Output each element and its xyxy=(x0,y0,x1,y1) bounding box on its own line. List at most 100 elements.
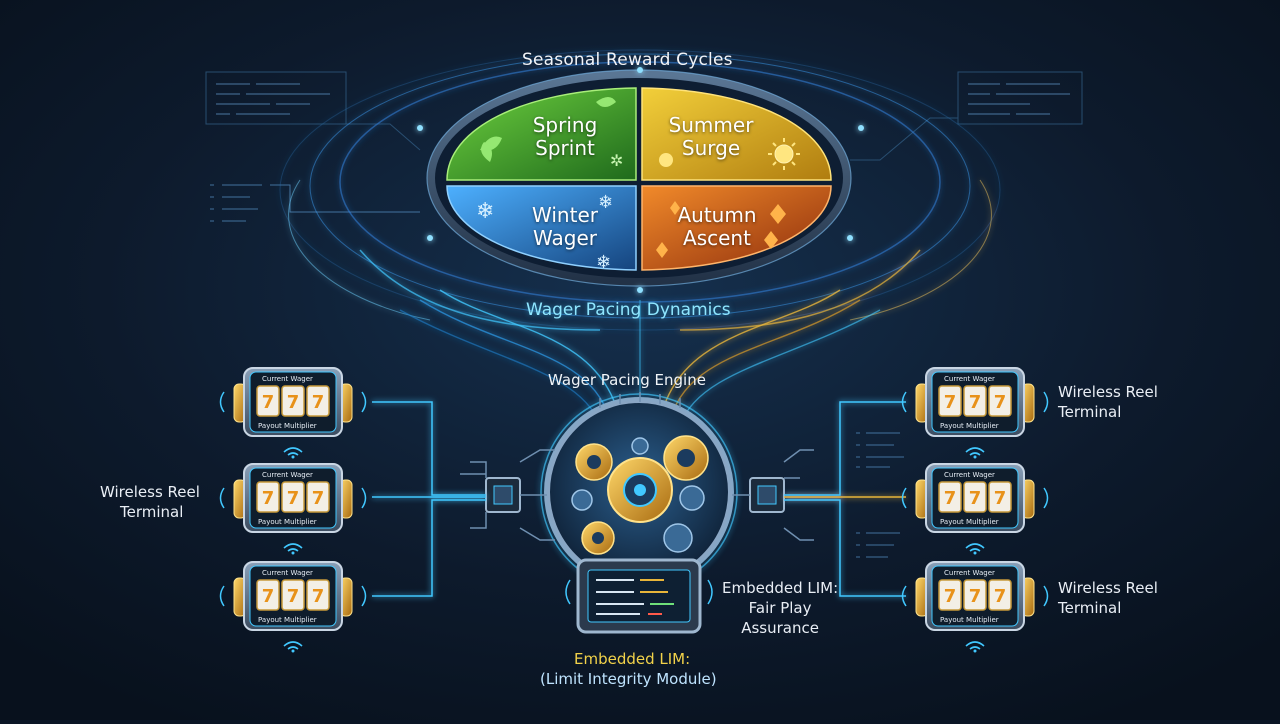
reel-symbol: 7 xyxy=(994,488,1007,509)
quadrant-label-autumn: Autumn Ascent xyxy=(670,204,764,250)
reel-symbol: 7 xyxy=(944,488,957,509)
reward-cycle-oval: ✲ ❄ ❄ ❄ xyxy=(417,67,864,293)
signal-icon xyxy=(901,487,907,509)
reel-symbol: 7 xyxy=(944,392,957,413)
wifi-icon xyxy=(283,641,303,647)
spring-line1: Spring xyxy=(532,113,598,137)
data-panel-mid-right xyxy=(856,432,904,558)
wifi-icon xyxy=(291,551,295,555)
reel-symbol: 7 xyxy=(262,392,275,413)
quadrant-autumn xyxy=(641,185,832,271)
lim-side-label: Embedded LIM: Fair Play Assurance xyxy=(722,578,838,638)
reel-window xyxy=(256,481,280,513)
reel-symbol: 7 xyxy=(262,488,275,509)
reel-symbol: 7 xyxy=(969,392,982,413)
quadrant-label-winter: Winter Wager xyxy=(520,204,610,250)
payout-multiplier-text: Payout Multiplier xyxy=(258,518,317,526)
current-wager-text: Current Wager xyxy=(944,569,995,577)
flow-streams xyxy=(399,289,881,426)
current-wager-text: Current Wager xyxy=(944,375,995,383)
data-panel-top-left xyxy=(205,71,421,151)
lim-side-label-line2: Fair Play xyxy=(748,599,812,617)
reel-window xyxy=(256,385,280,417)
connector-lines xyxy=(372,401,906,597)
engine-label: Wager Pacing Engine xyxy=(548,371,706,389)
winter-line1: Winter xyxy=(532,203,598,227)
quadrant-winter xyxy=(446,185,637,271)
wifi-icon xyxy=(973,455,977,459)
lim-title: Embedded LIM: xyxy=(574,650,691,668)
reel-symbol: 7 xyxy=(312,488,325,509)
payout-multiplier-text: Payout Multiplier xyxy=(258,422,317,430)
reel-window xyxy=(938,481,962,513)
autumn-leaf-icon xyxy=(656,201,786,258)
flow-label: Wager Pacing Dynamics xyxy=(526,300,731,320)
reel-window xyxy=(963,579,987,611)
payout-multiplier-text: Payout Multiplier xyxy=(940,518,999,526)
snowflake-icon: ❄ xyxy=(596,252,611,273)
reel-window xyxy=(281,579,305,611)
snowflake-icon: ❄ xyxy=(598,192,613,213)
wifi-icon xyxy=(969,452,981,456)
signal-icon xyxy=(1043,487,1049,509)
reel-window xyxy=(306,481,330,513)
wifi-icon xyxy=(973,551,977,555)
signal-icon xyxy=(361,391,367,413)
snowflake-icon: ✲ xyxy=(610,151,623,170)
reel-symbol: 7 xyxy=(287,488,300,509)
circuit-traces xyxy=(460,392,814,541)
wifi-icon xyxy=(965,641,985,647)
leaf-icon xyxy=(480,97,616,162)
current-wager-text: Current Wager xyxy=(262,471,313,479)
reel-window xyxy=(988,481,1012,513)
terminal-label-right-top-line1: Wireless Reel xyxy=(1058,383,1158,401)
signal-icon xyxy=(901,391,907,413)
wifi-icon xyxy=(965,543,985,549)
data-panel-top-right xyxy=(850,71,1083,161)
gear-icon xyxy=(607,457,673,523)
chip-icon xyxy=(485,477,521,513)
terminal-label-right-bottom-line1: Wireless Reel xyxy=(1058,579,1158,597)
terminal-label-left-line2: Terminal xyxy=(120,503,184,521)
terminal-label-right-bottom-line2: Terminal xyxy=(1058,599,1122,617)
lim-subtitle: (Limit Integrity Module) xyxy=(540,670,717,688)
quadrant-label-summer: Summer Surge xyxy=(664,114,758,160)
reel-window xyxy=(938,385,962,417)
reel-symbol: 7 xyxy=(969,586,982,607)
reel-window xyxy=(306,385,330,417)
payout-multiplier-text: Payout Multiplier xyxy=(940,616,999,624)
reel-window xyxy=(988,385,1012,417)
summer-line1: Summer xyxy=(668,113,754,137)
wifi-icon xyxy=(291,455,295,459)
quadrant-label-spring: Spring Sprint xyxy=(520,114,610,160)
reel-window xyxy=(963,385,987,417)
reel-window xyxy=(256,579,280,611)
current-wager-text: Current Wager xyxy=(262,375,313,383)
reel-symbol: 7 xyxy=(287,392,300,413)
signal-icon xyxy=(361,487,367,509)
quadrant-spring xyxy=(446,87,637,181)
signal-icon xyxy=(1043,391,1049,413)
spring-line2: Sprint xyxy=(535,136,595,160)
reel-window xyxy=(938,579,962,611)
summer-line2: Surge xyxy=(681,136,741,160)
payout-multiplier-text: Payout Multiplier xyxy=(258,616,317,624)
chip-icon xyxy=(749,477,785,513)
reel-symbol: 7 xyxy=(312,586,325,607)
autumn-line2: Ascent xyxy=(683,226,751,250)
terminal-label-right-bottom: Wireless Reel Terminal xyxy=(1058,578,1158,618)
payout-multiplier-text: Payout Multiplier xyxy=(940,422,999,430)
sun-icon xyxy=(659,153,673,167)
reel-symbol: 7 xyxy=(994,586,1007,607)
reel-window xyxy=(988,579,1012,611)
signal-icon xyxy=(901,585,907,607)
winter-line2: Wager xyxy=(533,226,597,250)
signal-icon xyxy=(219,487,225,509)
gear-icon xyxy=(679,485,705,511)
wifi-icon xyxy=(287,646,299,650)
snowflake-icon: ❄ xyxy=(476,199,494,224)
reel-symbol: 7 xyxy=(262,586,275,607)
